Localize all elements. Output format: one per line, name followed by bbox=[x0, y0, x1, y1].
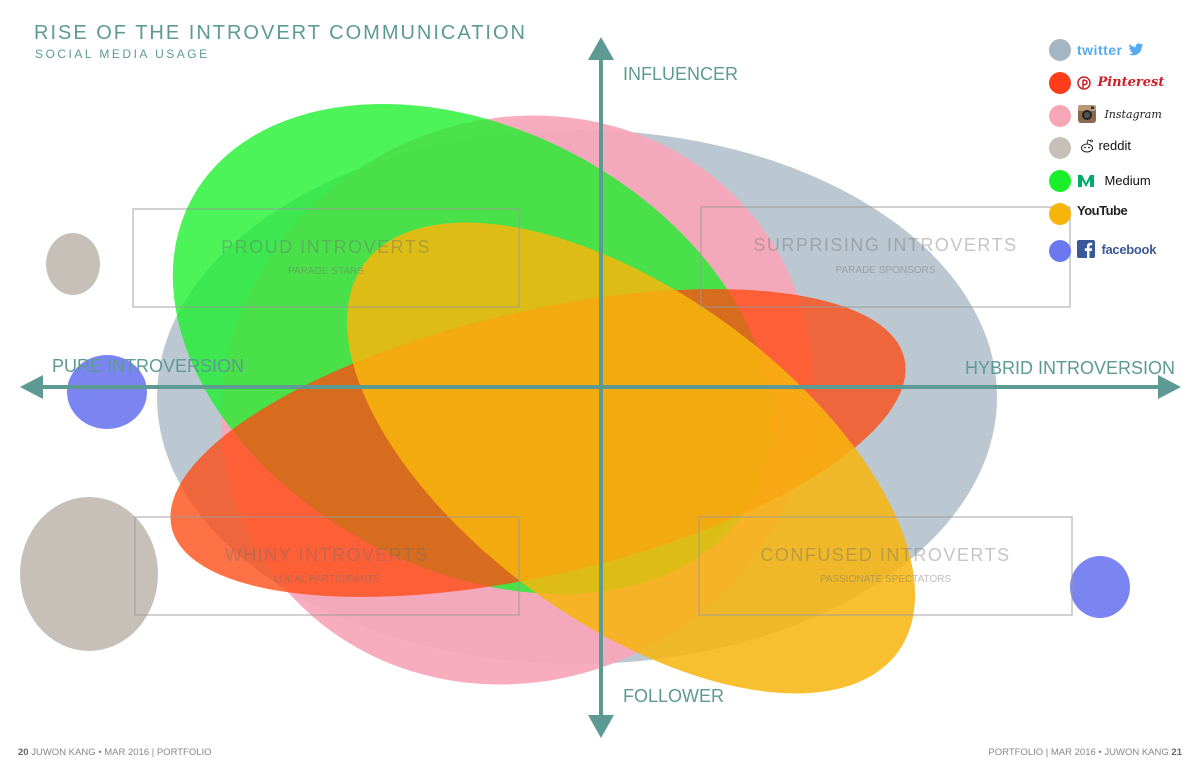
legend-label-pinterest: Pinterest bbox=[1097, 75, 1165, 91]
footer-right: PORTFOLIO | MAR 2016 • JUWON KANG 21 bbox=[988, 747, 1182, 758]
legend-item-facebook: facebook bbox=[1046, 238, 1186, 264]
footer-right-text: PORTFOLIO | MAR 2016 • JUWON KANG bbox=[988, 747, 1169, 758]
pinterest-icon bbox=[1077, 76, 1091, 90]
legend-swatch-pinterest bbox=[1049, 72, 1071, 94]
footer-right-page-number: 21 bbox=[1171, 747, 1182, 758]
axis-label-bottom: FOLLOWER bbox=[623, 686, 725, 706]
axis-label-top: INFLUENCER bbox=[623, 64, 739, 84]
arrow-left-icon bbox=[20, 375, 43, 399]
axis-label-left: PURE INTROVERSION bbox=[52, 356, 245, 376]
axis-label-right: HYBRID INTROVERSION bbox=[965, 358, 1176, 378]
youtube-bubble bbox=[346, 222, 916, 694]
facebook-icon bbox=[1077, 240, 1095, 258]
reddit-alien-icon bbox=[1081, 139, 1093, 153]
instagram-camera-icon bbox=[1078, 105, 1096, 123]
arrow-up-icon bbox=[588, 37, 614, 60]
arrow-down-icon bbox=[588, 715, 614, 738]
reddit-large-bubble bbox=[20, 497, 158, 651]
reddit-small-bubble bbox=[46, 233, 100, 295]
facebook-left-bubble bbox=[67, 355, 147, 429]
quadrant-subtitle-confused: PASSIONATE SPECTATORS bbox=[819, 574, 952, 585]
quadrant-title-whiny: WHINY INTROVERTS bbox=[224, 545, 430, 565]
legend-swatch-facebook bbox=[1049, 240, 1071, 262]
quadrant-subtitle-surprising: PARADE SPONSORS bbox=[835, 265, 936, 276]
legend-swatch-reddit bbox=[1049, 137, 1071, 159]
footer-left-page-number: 20 bbox=[18, 747, 29, 758]
twitter-bird-icon bbox=[1128, 43, 1144, 56]
legend-swatch-twitter bbox=[1049, 39, 1071, 61]
quadrant-subtitle-whiny: LOCAL PARTICIPANTS bbox=[273, 574, 381, 585]
page-title: RISE OF THE INTROVERT COMMUNICATION bbox=[34, 22, 527, 44]
youtube-icon: YouTube bbox=[1077, 202, 1128, 220]
facebook-right-bubble bbox=[1070, 556, 1130, 618]
legend-label-medium: Medium bbox=[1104, 173, 1151, 189]
quadrant-title-surprising: SURPRISING INTROVERTS bbox=[753, 235, 1018, 255]
arrow-right-icon bbox=[1158, 375, 1181, 399]
footer-left-text: JUWON KANG • MAR 2016 | PORTFOLIO bbox=[31, 747, 212, 758]
footer-left: 20 JUWON KANG • MAR 2016 | PORTFOLIO bbox=[18, 747, 212, 758]
legend-label-reddit: reddit bbox=[1098, 138, 1131, 154]
legend-item-pinterest: Pinterest bbox=[1046, 70, 1186, 96]
page-subtitle: SOCIAL MEDIA USAGE bbox=[35, 47, 210, 61]
quadrant-subtitle-proud: PARADE STARS bbox=[288, 266, 364, 277]
legend-swatch-youtube bbox=[1049, 203, 1071, 225]
quadrant-title-proud: PROUD INTROVERTS bbox=[221, 237, 431, 257]
quadrant-box-confused bbox=[698, 516, 1073, 616]
legend-swatch-instagram bbox=[1049, 105, 1071, 127]
legend-item-reddit: reddit bbox=[1046, 135, 1186, 161]
quadrant-box-surprising bbox=[700, 206, 1071, 308]
quadrant-title-confused: CONFUSED INTROVERTS bbox=[760, 545, 1011, 565]
legend-item-instagram: Instagram bbox=[1046, 103, 1186, 129]
legend-label-twitter: twitter bbox=[1077, 42, 1123, 59]
legend-item-twitter: twitter bbox=[1046, 37, 1186, 63]
legend-item-medium: Medium bbox=[1046, 168, 1186, 194]
twitter-logo: twitter bbox=[1077, 41, 1144, 58]
quadrant-box-whiny bbox=[134, 516, 520, 616]
legend-item-youtube: YouTube bbox=[1046, 201, 1186, 227]
legend-label-youtube: YouTube bbox=[1077, 203, 1128, 218]
quadrant-box-proud bbox=[132, 208, 520, 308]
legend-label-facebook: facebook bbox=[1101, 241, 1157, 257]
legend-label-instagram: Instagram bbox=[1104, 107, 1162, 121]
legend-swatch-medium bbox=[1049, 170, 1071, 192]
medium-icon bbox=[1078, 174, 1094, 187]
